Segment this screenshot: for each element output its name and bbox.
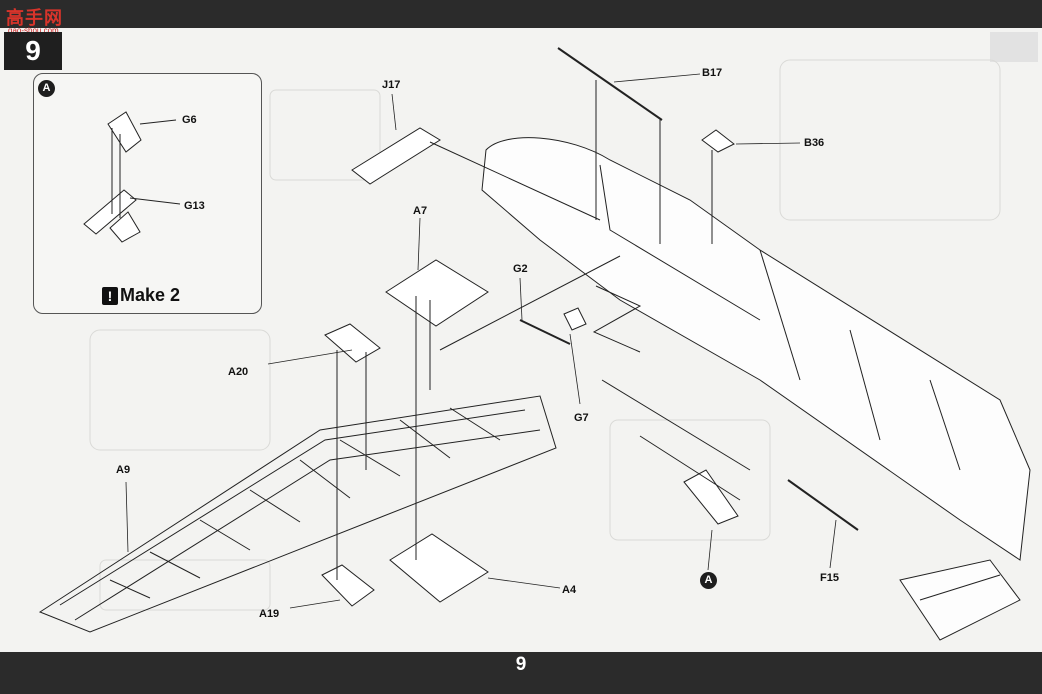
part-label-B36: B36 — [804, 137, 825, 149]
part-label-J17: J17 — [382, 79, 401, 91]
part-A4-shape — [389, 533, 489, 603]
step-number-badge: 9 — [4, 32, 62, 70]
part-label-A19: A19 — [259, 608, 280, 620]
gun-module-shape — [683, 469, 739, 525]
part-J17-shape — [351, 127, 441, 185]
ghost-background-art — [89, 59, 1001, 611]
watermark-url: gao-shou.com — [8, 26, 59, 35]
part-G7-shape — [563, 307, 587, 331]
part-label-G6: G6 — [182, 114, 197, 126]
part-G2-shape — [519, 319, 571, 345]
label-leader-lines — [125, 73, 837, 609]
part-A7-shape — [385, 259, 489, 327]
part-label-A9: A9 — [116, 464, 131, 476]
part-label-A4: A4 — [562, 584, 577, 596]
part-A20-shape — [324, 323, 381, 363]
assembly-guide-lines — [336, 80, 751, 580]
callout-marker-badge: A — [700, 572, 717, 589]
page-number: 9 — [515, 654, 527, 675]
sub-assembly-inset — [33, 73, 262, 314]
wing-frame-part — [38, 395, 557, 633]
top-bar — [0, 0, 1042, 28]
part-B36-shape — [701, 129, 735, 153]
part-label-G7: G7 — [574, 412, 589, 424]
part-B17-shape — [557, 47, 663, 121]
part-F15-shape — [787, 479, 859, 531]
inset-gun-part — [83, 111, 181, 243]
part-label-A20: A20 — [228, 366, 249, 378]
part-label-G2: G2 — [513, 263, 528, 275]
part-label-A7: A7 — [413, 205, 428, 217]
fuselage-outline — [481, 137, 1031, 641]
bottom-bar — [0, 652, 1042, 694]
part-label-F15: F15 — [820, 572, 839, 584]
warning-icon: ! — [102, 286, 118, 305]
watermark-logo: 高手网 — [6, 8, 63, 28]
make-quantity-text: Make 2 — [120, 285, 181, 305]
step-tab-decoration — [990, 32, 1038, 62]
make-quantity-note: ! Make 2 — [102, 285, 180, 306]
part-A19-shape — [321, 564, 375, 607]
part-label-B17: B17 — [702, 67, 723, 79]
inset-marker-badge: A — [38, 80, 55, 97]
part-label-G13: G13 — [184, 200, 205, 212]
